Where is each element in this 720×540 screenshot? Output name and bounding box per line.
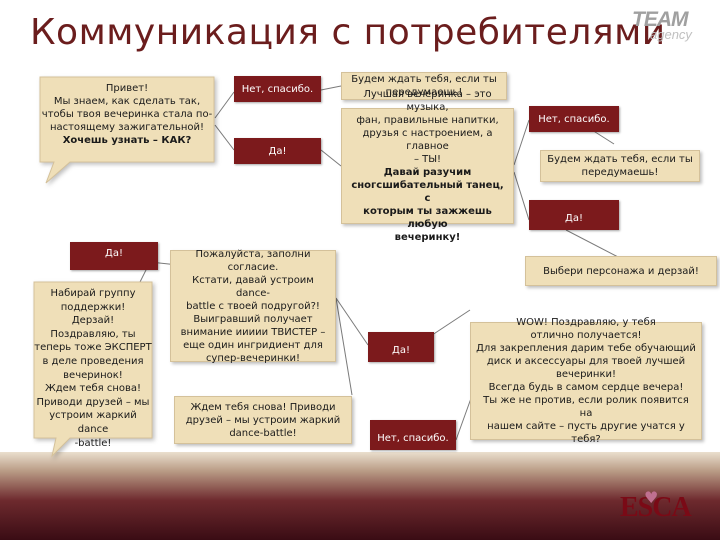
- bubble-line: поддержки!: [60, 301, 126, 313]
- box-line: Выигравший получает: [193, 313, 313, 325]
- fill-consent-box: Пожалуйста, заполни согласие. Кстати, да…: [170, 248, 336, 364]
- connector: [513, 171, 530, 221]
- box-line: Ждем тебя снова! Приводи: [190, 401, 336, 413]
- box-line: – ТЫ!: [413, 154, 442, 165]
- box-line: передумаешь!: [581, 167, 659, 178]
- bubble-line: Приводи друзей – мы: [36, 396, 150, 408]
- yes-button-3[interactable]: Да!: [70, 242, 158, 270]
- connector: [591, 129, 615, 145]
- connector: [335, 297, 353, 396]
- box-line: Будем ждать тебя, если ты: [351, 74, 497, 85]
- box-line: друзей – мы устроим жаркий: [185, 414, 341, 426]
- page-title: Коммуникация с потребителями: [30, 12, 666, 53]
- box-line: Будем ждать тебя, если ты: [547, 154, 693, 165]
- bubble-line: Поздравляю, ты: [50, 328, 136, 340]
- box-line: диск и аксессуары для твоей лучшей: [486, 356, 686, 367]
- connector: [335, 297, 369, 346]
- bubble-line: Мы знаем, как сделать так,: [53, 96, 201, 107]
- box-line: внимание иииии ТВИСТЕР –: [180, 326, 326, 338]
- wow-congrats-box: WOW! Поздравляю, у тебя отлично получает…: [470, 317, 702, 445]
- bubble-line: Хочешь узнать – КАК?: [62, 135, 192, 146]
- choose-character-box: Выбери персонажа и дерзай!: [525, 256, 717, 286]
- box-line: Кстати, давай устроим dance-: [192, 274, 314, 299]
- bubble-line: настоящему зажигательной!: [49, 122, 205, 133]
- bubble-line: в деле проведения: [42, 355, 144, 367]
- connector: [320, 149, 342, 167]
- box-line: Выбери персонажа и дерзай!: [543, 265, 699, 277]
- bubble-line: Ждем тебя снова!: [44, 383, 142, 395]
- no-thanks-button-2[interactable]: Нет, спасибо.: [529, 106, 619, 132]
- connector: [565, 229, 621, 259]
- bubble-line: устроим жаркий dance: [49, 410, 137, 435]
- wait-for-you-box-1: Будем ждать тебя, если ты передумаешь!: [341, 72, 507, 100]
- connector: [320, 85, 342, 91]
- speech-bubble-expert: Набирай группу поддержки! Дерзай! Поздра…: [34, 287, 152, 449]
- bottom-decorative-band: [0, 452, 720, 540]
- bubble-line: -battle!: [74, 437, 112, 449]
- box-line: супер-вечеринки!: [205, 352, 301, 364]
- connector: [513, 119, 530, 166]
- team-logo-text: TEAM: [632, 8, 688, 31]
- box-line: Лучшая вечеринка – это музыка,: [363, 89, 492, 113]
- agency-logo-text: agency: [650, 27, 692, 42]
- bubble-line: Дерзай!: [71, 315, 115, 327]
- box-line: battle с твоей подругой?!: [186, 300, 320, 312]
- box-line: WOW! Поздравляю, у тебя: [516, 317, 656, 328]
- box-line: еще один ингридиент для: [183, 339, 323, 351]
- box-line: передумаешь!: [385, 87, 463, 98]
- box-line: dance-battle!: [229, 427, 297, 439]
- yes-button-1[interactable]: Да!: [234, 138, 321, 164]
- bubble-line: Привет!: [105, 83, 149, 94]
- connector: [214, 91, 235, 119]
- yes-button-2[interactable]: Да!: [529, 200, 619, 230]
- box-line: отлично получается!: [530, 330, 642, 341]
- bubble-line: Набирай группу: [50, 288, 136, 299]
- box-line: Всегда будь в самом сердце вечера!: [488, 382, 684, 393]
- bubble-line: вечеринок!: [63, 369, 123, 381]
- box-line: фан, правильные напитки,: [356, 115, 499, 126]
- box-line: которым ты зажжешь любую: [363, 206, 492, 230]
- yes-button-4[interactable]: Да!: [368, 332, 434, 362]
- box-line: Пожалуйста, заполни согласие.: [195, 248, 311, 273]
- connector: [214, 124, 235, 151]
- speech-bubble-greeting: Привет! Мы знаем, как сделать так, чтобы…: [40, 82, 214, 160]
- wait-for-you-box-2: Будем ждать тебя, если ты передумаешь!: [540, 150, 700, 182]
- team-agency-logo: TEAM agency: [632, 8, 712, 42]
- wait-again-box: Ждем тебя снова! Приводи друзей – мы уст…: [174, 396, 352, 444]
- box-line: нашем сайте – пусть другие учатся у тебя…: [487, 421, 685, 445]
- best-party-box: Лучшая вечеринка – это музыка, фан, прав…: [341, 89, 514, 243]
- heart-icon: ♥: [644, 488, 659, 507]
- box-line: Ты же не против, если ролик появится на: [483, 395, 689, 419]
- esca-logo-text: ESCA: [620, 492, 692, 523]
- box-line: Давай разучим: [383, 167, 472, 178]
- box-line: друзья с настроением, а главное: [362, 128, 493, 152]
- box-line: вечеринку!: [394, 232, 461, 243]
- no-thanks-button-3[interactable]: Нет, спасибо.: [370, 420, 456, 450]
- box-line: вечеринки!: [555, 369, 617, 380]
- box-line: Для закрепления дарим тебе обучающий: [476, 343, 696, 354]
- bubble-line: чтобы твоя вечеринка стала по-: [41, 109, 213, 120]
- no-thanks-button-1[interactable]: Нет, спасибо.: [234, 76, 321, 102]
- box-line: сногсшибательный танец, с: [351, 180, 504, 204]
- esca-logo: ESCA ♥: [620, 488, 712, 528]
- bubble-line: теперь тоже ЭКСПЕРТ: [34, 342, 152, 354]
